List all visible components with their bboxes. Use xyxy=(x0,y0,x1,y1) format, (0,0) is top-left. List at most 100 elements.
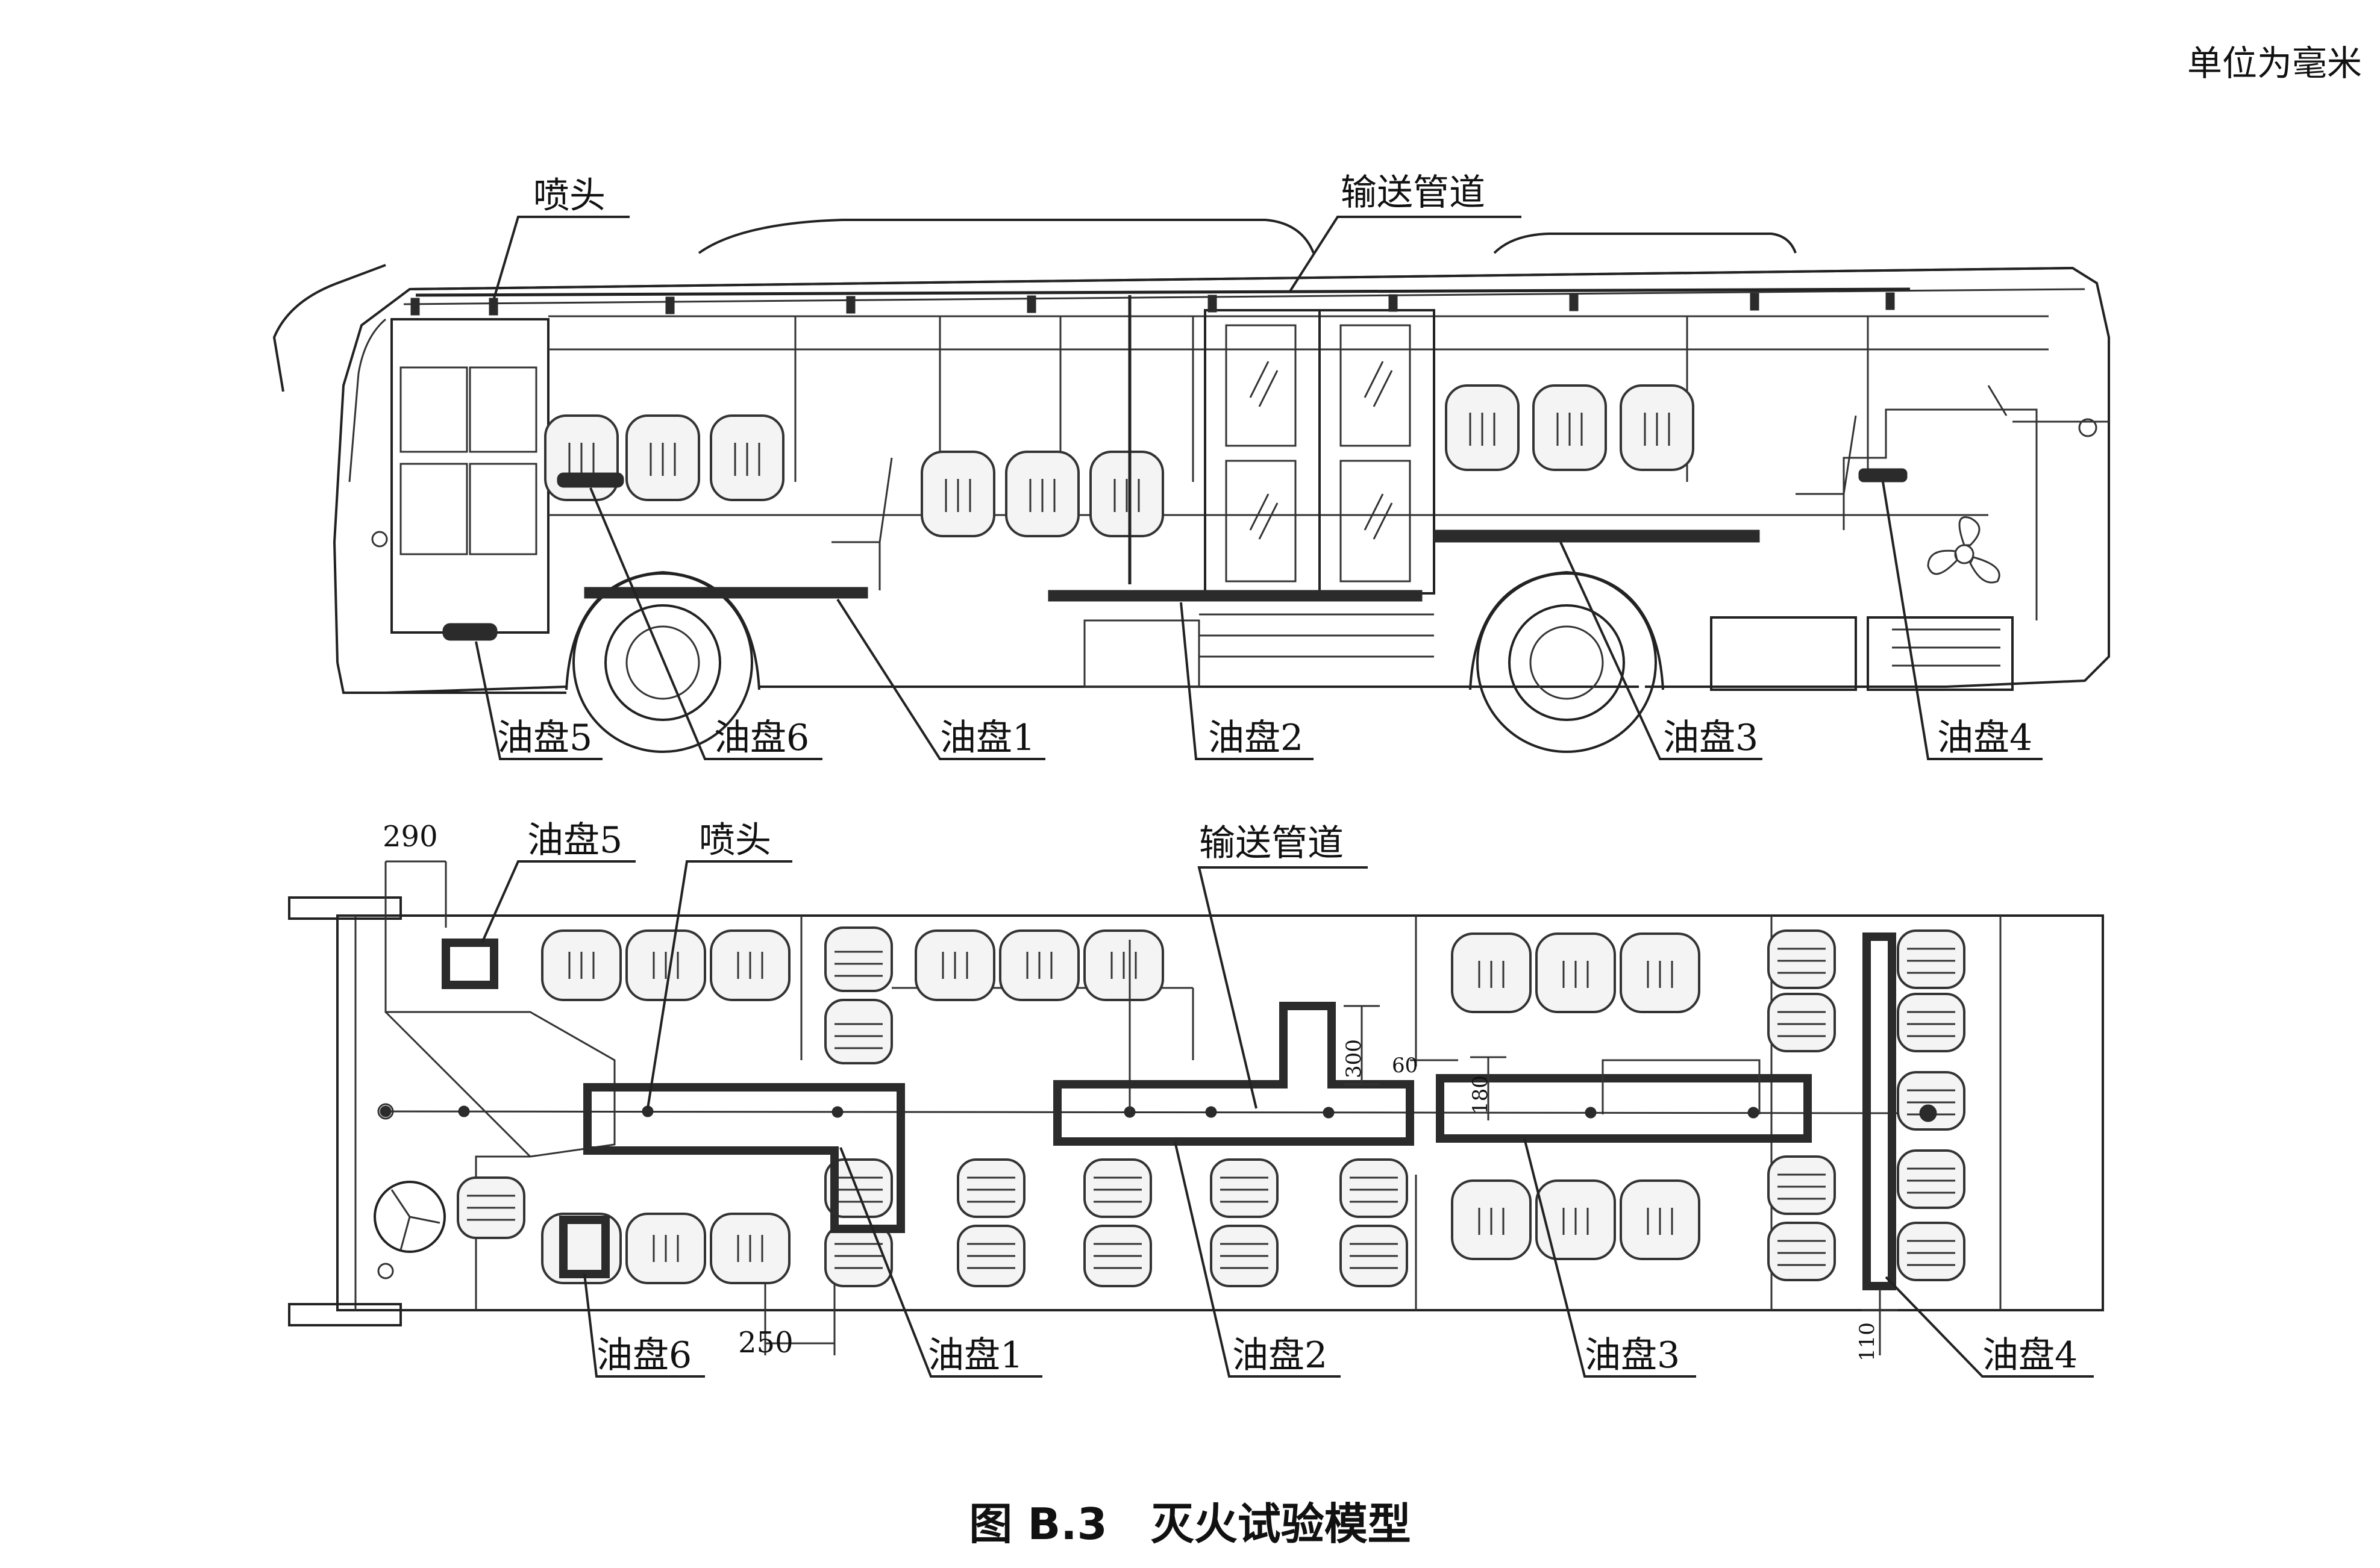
leader-pan5-top xyxy=(481,860,636,943)
top-pan-1 xyxy=(583,1083,905,1233)
seat-post-2 xyxy=(1796,415,1857,530)
top-pan2-label: 油盘2 xyxy=(1232,1334,1327,1376)
dim-250: 250 xyxy=(738,1326,794,1360)
seat-post-1 xyxy=(831,457,893,590)
top-pan4-label: 油盘4 xyxy=(1982,1334,2078,1376)
dim-300-lines xyxy=(1344,1005,1380,1085)
side-pipe-label: 输送管道 xyxy=(1341,172,1485,214)
fan-icon xyxy=(1927,516,2000,584)
roof-line xyxy=(409,267,2073,290)
glass-mark-3 xyxy=(1249,493,1279,540)
driver-area-line xyxy=(384,916,616,1310)
front-wheel-inner xyxy=(604,604,721,721)
middle-door-pane-3 xyxy=(1225,460,1297,583)
door-steps xyxy=(1199,613,1434,658)
side-pan3-label: 油盘3 xyxy=(1663,717,1758,759)
roof-unit xyxy=(698,219,1315,254)
dim-290: 290 xyxy=(383,820,438,854)
leader-pan2-top xyxy=(1174,1141,1341,1378)
step-box xyxy=(1083,619,1200,688)
front-door-pane-2 xyxy=(469,366,537,453)
dim-180-lines xyxy=(1470,1056,1506,1120)
roof-line-2 xyxy=(403,288,2085,305)
aisle-centre-line xyxy=(385,1110,1929,1114)
leader-nozzle-top xyxy=(647,860,792,1109)
middle-door-pane-4 xyxy=(1339,460,1411,583)
side-pan2-label: 油盘2 xyxy=(1208,717,1303,759)
top-mirror-right xyxy=(288,1303,402,1326)
top-pan3-label: 油盘3 xyxy=(1585,1334,1680,1376)
rear-wheel-hub xyxy=(1529,625,1604,700)
front-door-pane-3 xyxy=(399,463,468,555)
top-pan1-label: 油盘1 xyxy=(928,1334,1023,1376)
leader-pan3-top xyxy=(1523,1138,1696,1378)
driver-diag xyxy=(384,1011,531,1158)
rear-compartment-1 xyxy=(1710,616,1857,691)
top-body-outline xyxy=(336,914,2104,1311)
leader-nozzle-side xyxy=(493,216,630,299)
rear-interior-line-2 xyxy=(1987,385,2109,423)
front-door-pane-4 xyxy=(469,463,537,555)
side-pan-3 xyxy=(1433,529,1760,543)
top-nozzles xyxy=(380,1104,1937,1122)
leader-pan3-side xyxy=(1559,542,1762,760)
leader-pan6-top xyxy=(583,1273,705,1378)
top-pan-3-inner xyxy=(1602,1059,1761,1114)
middle-door-pane-2 xyxy=(1339,324,1411,447)
leader-pipe-top xyxy=(1197,866,1368,1109)
top-pan-4 xyxy=(1862,932,1896,1290)
figure-caption: 图 B.3 灭火试验模型 xyxy=(969,1499,1411,1549)
rear-wheel-inner xyxy=(1508,604,1625,721)
dim-290-lines xyxy=(384,860,447,928)
top-nozzle-label: 喷头 xyxy=(699,819,771,861)
middle-door-pane-1 xyxy=(1225,324,1297,447)
side-pan-1 xyxy=(584,587,868,599)
rear-compartment-2 xyxy=(1867,616,2014,691)
top-pan5-label: 油盘5 xyxy=(527,819,622,861)
rear-arch xyxy=(1469,570,1664,690)
dim-300: 300 xyxy=(1342,1039,1366,1078)
rear-interior-line xyxy=(1843,408,2038,620)
top-pan-3 xyxy=(1436,1074,1812,1143)
dim-250-lines xyxy=(764,1283,836,1355)
steering-wheel xyxy=(374,1181,446,1253)
side-pan6-label: 油盘6 xyxy=(714,717,809,759)
glass-mark-4 xyxy=(1364,493,1393,540)
side-pan-4 xyxy=(1858,468,1908,483)
top-pipe-label: 输送管道 xyxy=(1199,822,1344,864)
top-pan6-label: 油盘6 xyxy=(597,1334,692,1376)
leader-pan4-top xyxy=(1885,1276,2094,1378)
dim-110-lines xyxy=(1862,1289,1898,1355)
side-nozzle-label: 喷头 xyxy=(533,175,606,217)
dim-60: 60 xyxy=(1392,1054,1418,1078)
front-wheel-hub xyxy=(625,625,700,700)
side-pan5-label: 油盘5 xyxy=(497,717,592,759)
top-pan-5 xyxy=(442,939,498,989)
leader-pan4-side xyxy=(1882,481,2043,760)
glass-mark-2 xyxy=(1364,361,1393,407)
top-view: 油盘5 喷头 输送管道 油盘6 油盘1 油盘2 油盘3 油盘4 290 300 … xyxy=(288,819,2104,1378)
side-pan-6 xyxy=(557,472,624,488)
rear-lamp xyxy=(2078,418,2097,437)
glass-mark-1 xyxy=(1249,361,1279,407)
side-pan-5 xyxy=(442,623,498,641)
front-marker-2 xyxy=(377,1263,394,1279)
side-pipe-main xyxy=(415,287,1911,297)
top-mirror-left xyxy=(288,896,402,920)
leader-pan1-top xyxy=(839,1147,1042,1378)
unit-note: 单位为毫米 xyxy=(2187,43,2362,84)
front-door-pane-1 xyxy=(399,366,468,453)
rear-wheel xyxy=(1476,572,1657,753)
windshield xyxy=(348,318,386,483)
top-seats xyxy=(457,926,1965,1287)
steering-spokes xyxy=(390,1189,440,1251)
leader-pan2-side xyxy=(1180,602,1314,760)
leader-pan1-side xyxy=(836,598,1045,760)
leader-pipe-side xyxy=(1288,216,1521,293)
side-nozzles xyxy=(410,292,1895,316)
side-pan-2 xyxy=(1048,590,1423,602)
side-seats xyxy=(544,384,1694,537)
front-lamp xyxy=(371,531,388,548)
leader-pan6-side xyxy=(589,487,822,760)
